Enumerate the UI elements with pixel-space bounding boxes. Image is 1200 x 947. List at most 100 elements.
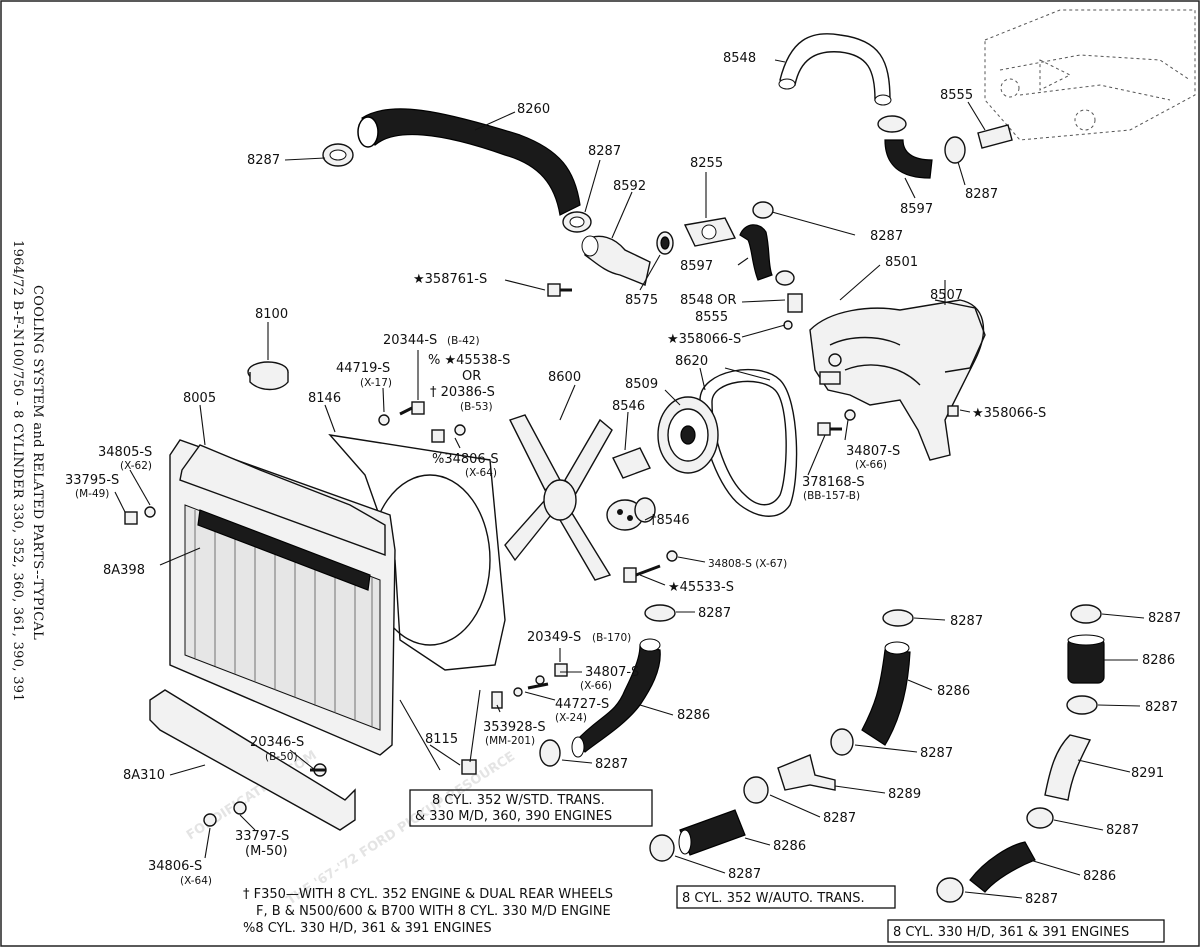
label-8286-c: 8286 (677, 708, 710, 723)
clamp-8287-hd-top (1070, 604, 1102, 624)
clamp-8287-auto-top (882, 609, 914, 627)
hose-clamp-8287-mid (562, 211, 592, 233)
side-title-line1: COOLING SYSTEM and RELATED PARTS--TYPICA… (30, 285, 45, 640)
fitting-8548-or-8555 (783, 293, 803, 330)
label-8100: 8100 (255, 307, 288, 322)
label-20344-code: (B-42) (447, 335, 480, 347)
label-353928: 353928-S (483, 720, 546, 735)
label-8555-top: 8555 (940, 88, 973, 103)
label-33795-code: (M-49) (75, 488, 109, 500)
label-34807-b-code: (X-66) (580, 680, 612, 692)
bolt-20386 (431, 424, 466, 443)
label-8546: 8546 (612, 399, 645, 414)
label-8575: 8575 (625, 293, 658, 308)
fan-blade-8600 (504, 414, 613, 581)
bolt-20344 (399, 401, 425, 416)
label-20349-code: (B-170) (592, 632, 631, 644)
label-8507: 8507 (930, 288, 963, 303)
label-8286-a: 8286 (1142, 653, 1175, 668)
label-44727: 44727-S (555, 697, 609, 712)
label-8286-f: 8286 (1083, 869, 1116, 884)
bolt-358066-right (947, 405, 959, 417)
bolt-358761 (547, 283, 572, 297)
clamp-8287-std-upper (644, 604, 676, 622)
label-34808: 34808-S (X-67) (708, 558, 787, 570)
caption-auto: 8 CYL. 352 W/AUTO. TRANS. (682, 891, 865, 906)
water-pump-pulley-8509 (657, 396, 719, 474)
fan-spacer-8546 (612, 447, 651, 479)
lower-hose-8286-std (571, 638, 661, 758)
label-8620: 8620 (675, 354, 708, 369)
lower-hose-8286-auto-a (861, 641, 911, 746)
label-8597-mid: 8597 (680, 259, 713, 274)
label-8287-n: 8287 (1025, 892, 1058, 907)
label-353928-code: (MM-201) (485, 735, 535, 747)
label-34805-code: (X-62) (120, 460, 152, 472)
label-34807-top-code: (X-66) (855, 459, 887, 471)
caption-box-hd: 8 CYL. 330 H/D, 361 & 391 ENGINES (887, 919, 1165, 943)
hose-clamp-8287-right-top (944, 136, 966, 164)
label-34806-bot: 34806-S (148, 859, 202, 874)
label-8287-m: 8287 (728, 867, 761, 882)
hose-8291-hd (1044, 734, 1092, 801)
hose-8286-auto-b (678, 809, 746, 856)
label-34806-mid: %34806-S (432, 452, 499, 467)
footnote-line2: F, B & N500/600 & B700 WITH 8 CYL. 330 M… (256, 904, 611, 919)
label-20386-code: (B-53) (460, 401, 493, 413)
water-pump-gasket-8507 (934, 299, 986, 373)
label-8287-k: 8287 (1106, 823, 1139, 838)
fan-belt-8620 (699, 368, 798, 517)
label-44719: 44719-S (336, 361, 390, 376)
label-358066-a: ★358066-S (667, 332, 741, 347)
part-labels: 8548 8260 8555 8287 8287 8255 8592 8597 … (65, 51, 1181, 907)
label-8287-b: 8287 (588, 144, 621, 159)
label-8A398: 8A398 (103, 563, 145, 578)
side-title: COOLING SYSTEM and RELATED PARTS--TYPICA… (10, 240, 45, 702)
hose-fitting-8555-top (977, 124, 1013, 149)
label-33795: 33795-S (65, 473, 119, 488)
clamp-8287-hd-bottom (936, 877, 964, 903)
radiator-cap-8100 (247, 361, 289, 391)
label-378168: 378168-S (802, 475, 865, 490)
label-8592: 8592 (613, 179, 646, 194)
label-34807-top: 34807-S (846, 444, 900, 459)
bolt-45533 (623, 550, 678, 583)
footnote-line1: † F350—WITH 8 CYL. 352 ENGINE & DUAL REA… (243, 887, 613, 902)
label-20349: 20349-S (527, 630, 581, 645)
hose-8286-hd-lower (969, 841, 1036, 893)
label-8287-g: 8287 (1148, 611, 1181, 626)
water-pump-8501 (809, 299, 985, 461)
label-20346-code: (B-50) (265, 751, 298, 763)
label-8289: 8289 (888, 787, 921, 802)
radiator-support-8A310 (149, 689, 356, 831)
label-8005: 8005 (183, 391, 216, 406)
label-44719-code: (X-17) (360, 377, 392, 389)
caption-box-auto: 8 CYL. 352 W/AUTO. TRANS. (676, 885, 896, 909)
bolt-group-lower (461, 663, 568, 775)
label-8255: 8255 (690, 156, 723, 171)
upper-hose-8260 (357, 108, 581, 216)
drain-cock-33795 (124, 506, 156, 525)
hose-clamp-8287-elbow-lower (775, 270, 795, 286)
clamp-8287-hd-second (1066, 695, 1098, 715)
caption-std-line2: & 330 M/D, 360, 390 ENGINES (415, 809, 612, 824)
radiator-8005 (169, 439, 396, 756)
label-8286-e: 8286 (773, 839, 806, 854)
label-8287-e: 8287 (698, 606, 731, 621)
hose-clamp-8287-elbow-upper (752, 201, 774, 219)
label-378168-code: (BB-157-B) (803, 490, 860, 502)
clamp-8287-auto-bottom (649, 834, 675, 862)
label-358066-b: ★358066-S (972, 406, 1046, 421)
label-8548-top: 8548 (723, 51, 756, 66)
label-8501: 8501 (885, 255, 918, 270)
side-title-line2: 1964/72 B-F-N100/750 - 8 CYLINDER 330, 3… (10, 240, 25, 702)
caption-std-line1: 8 CYL. 352 W/STD. TRANS. (432, 793, 605, 808)
hose-clamp-8287-upper-left (322, 143, 354, 167)
leader-lines (114, 59, 1145, 899)
stud-378168 (817, 409, 856, 436)
clamp-8287-auto-mid (830, 728, 854, 756)
label-8115: 8115 (425, 732, 458, 747)
label-8146: 8146 (308, 391, 341, 406)
